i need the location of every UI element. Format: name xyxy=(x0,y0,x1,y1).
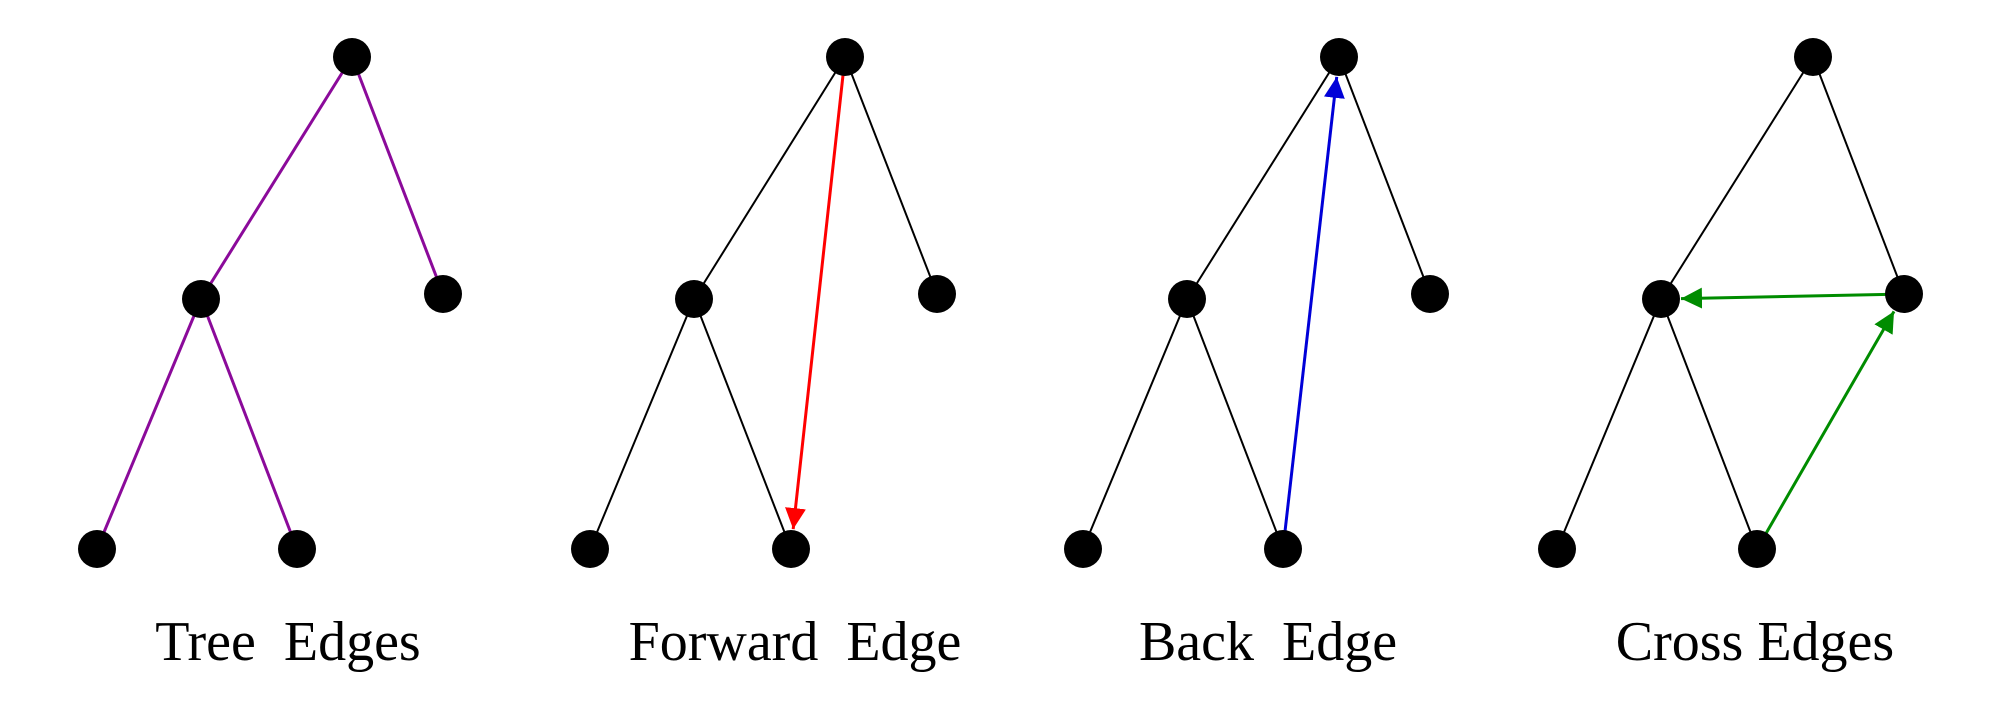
node-right-child xyxy=(1411,275,1449,313)
caption-back-edge: Back Edge xyxy=(1139,611,1397,673)
tree-edge-root-to-right-child xyxy=(1338,56,1431,295)
tree-edge-left-child-to-left-left-leaf xyxy=(1556,298,1662,550)
node-left-right-leaf xyxy=(772,530,810,568)
panel-forward-edge: Forward Edge xyxy=(571,38,961,673)
node-root xyxy=(826,38,864,76)
back-edge-arrow-1 xyxy=(1281,76,1345,546)
tree-edge-left-child-to-left-left-leaf xyxy=(589,298,695,550)
tree-edge-left-child-to-left-left-leaf xyxy=(1082,298,1188,550)
node-left-left-leaf xyxy=(1064,530,1102,568)
node-root xyxy=(1320,38,1358,76)
caption-tree-edges: Tree Edges xyxy=(155,611,420,673)
node-left-child xyxy=(182,280,220,318)
tree-edge-root-to-right-child xyxy=(844,56,938,295)
tree-edge-left-child-to-left-right-leaf xyxy=(1186,298,1284,550)
cross-edge-arrow-1 xyxy=(1680,287,1901,309)
tree-edge-root-to-left-child xyxy=(1186,56,1340,300)
node-left-right-leaf xyxy=(1738,530,1776,568)
panel-tree-edges: Tree Edges xyxy=(78,38,462,673)
node-root xyxy=(333,38,371,76)
cross-edge-arrow-2 xyxy=(1757,310,1896,547)
caption-forward-edge: Forward Edge xyxy=(629,611,962,673)
tree-edge-root-to-right-child xyxy=(1812,56,1905,295)
tree-edge-left-child-to-left-right-leaf xyxy=(693,298,792,550)
panel-back-edge: Back Edge xyxy=(1064,38,1449,673)
tree-edge-root-to-left-child xyxy=(199,56,354,300)
node-right-child xyxy=(1885,275,1923,313)
caption-cross-edges: Cross Edges xyxy=(1616,611,1894,673)
tree-edge-root-to-left-child xyxy=(693,56,846,300)
panel-cross-edges: Cross Edges xyxy=(1538,38,1923,673)
tree-edge-left-child-to-left-left-leaf xyxy=(95,298,203,550)
node-left-left-leaf xyxy=(1538,530,1576,568)
tree-edge-left-child-to-left-right-leaf xyxy=(1660,298,1758,550)
node-left-right-leaf xyxy=(1264,530,1302,568)
node-left-child xyxy=(675,280,713,318)
node-left-left-leaf xyxy=(78,530,116,568)
node-right-child xyxy=(424,275,462,313)
tree-edge-root-to-right-child xyxy=(350,56,445,295)
node-left-left-leaf xyxy=(571,530,609,568)
node-root xyxy=(1794,38,1832,76)
node-right-child xyxy=(918,275,956,313)
node-left-child xyxy=(1168,280,1206,318)
tree-edge-root-to-left-child xyxy=(1660,56,1814,300)
node-left-child xyxy=(1642,280,1680,318)
tree-edge-left-child-to-left-right-leaf xyxy=(199,298,299,550)
node-left-right-leaf xyxy=(278,530,316,568)
forward-edge-arrow-1 xyxy=(785,60,847,530)
